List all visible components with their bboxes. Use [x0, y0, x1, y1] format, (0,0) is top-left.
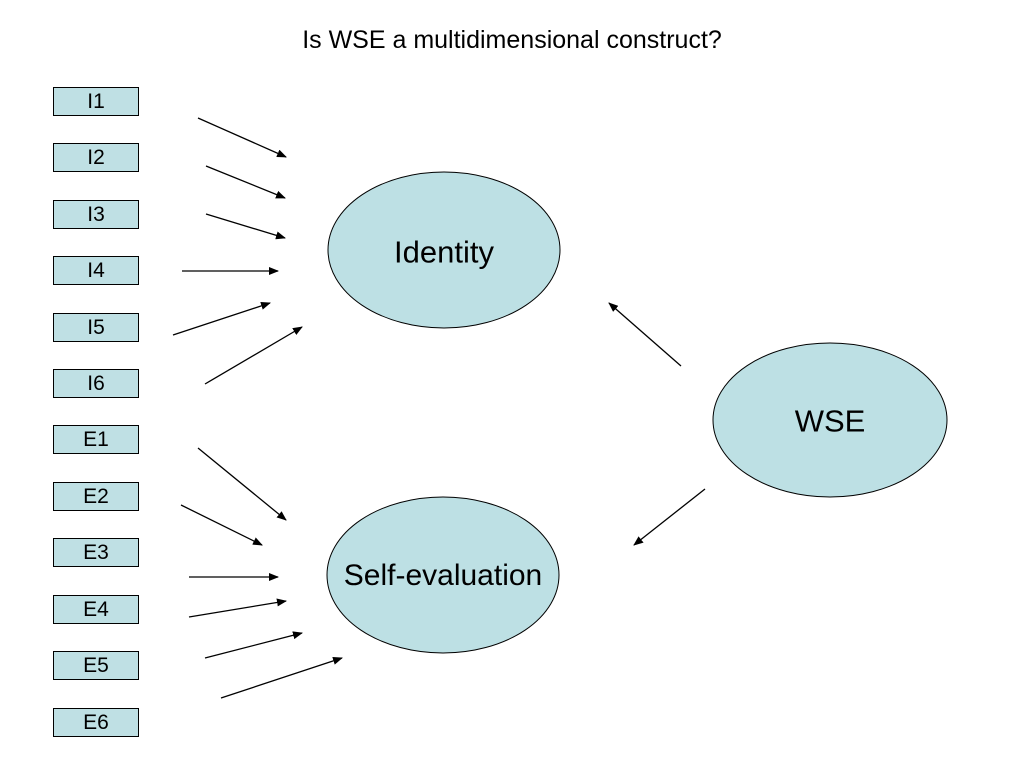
indicator-box-i2: I2: [53, 143, 139, 172]
indicator-box-e5: E5: [53, 651, 139, 680]
indicator-box-i3: I3: [53, 200, 139, 229]
arrow-i1-identity: [197, 117, 287, 158]
indicator-box-e2: E2: [53, 482, 139, 511]
arrow-e4-self-evaluation: [188, 598, 287, 618]
indicator-box-i6: I6: [53, 369, 139, 398]
self-evaluation-node: [326, 496, 560, 654]
indicator-box-i4: I4: [53, 256, 139, 285]
wse-label: WSE: [794, 403, 866, 439]
indicator-box-e6: E6: [53, 708, 139, 737]
arrow-wse-identity: [608, 302, 682, 367]
arrow-i6-identity: [204, 326, 303, 385]
self-evaluation-label: Self-evaluation: [343, 559, 543, 592]
identity-label: Identity: [394, 234, 494, 270]
indicator-box-i1: I1: [53, 87, 139, 116]
indicator-box-e1: E1: [53, 425, 139, 454]
arrow-i3-identity: [205, 213, 286, 240]
arrow-e5-self-evaluation: [204, 631, 303, 659]
arrow-e6-self-evaluation: [220, 657, 343, 699]
arrow-wse-self-evaluation: [633, 488, 706, 546]
arrow-e1-self-evaluation: [197, 447, 287, 521]
indicator-box-e4: E4: [53, 595, 139, 624]
arrow-i5-identity: [172, 302, 271, 336]
identity-node: [327, 171, 561, 329]
arrow-e2-self-evaluation: [180, 504, 263, 546]
indicator-box-i5: I5: [53, 313, 139, 342]
indicator-box-e3: E3: [53, 538, 139, 567]
arrow-i2-identity: [205, 165, 286, 199]
wse-node: [712, 342, 948, 498]
page-title: Is WSE a multidimensional construct?: [302, 26, 722, 54]
